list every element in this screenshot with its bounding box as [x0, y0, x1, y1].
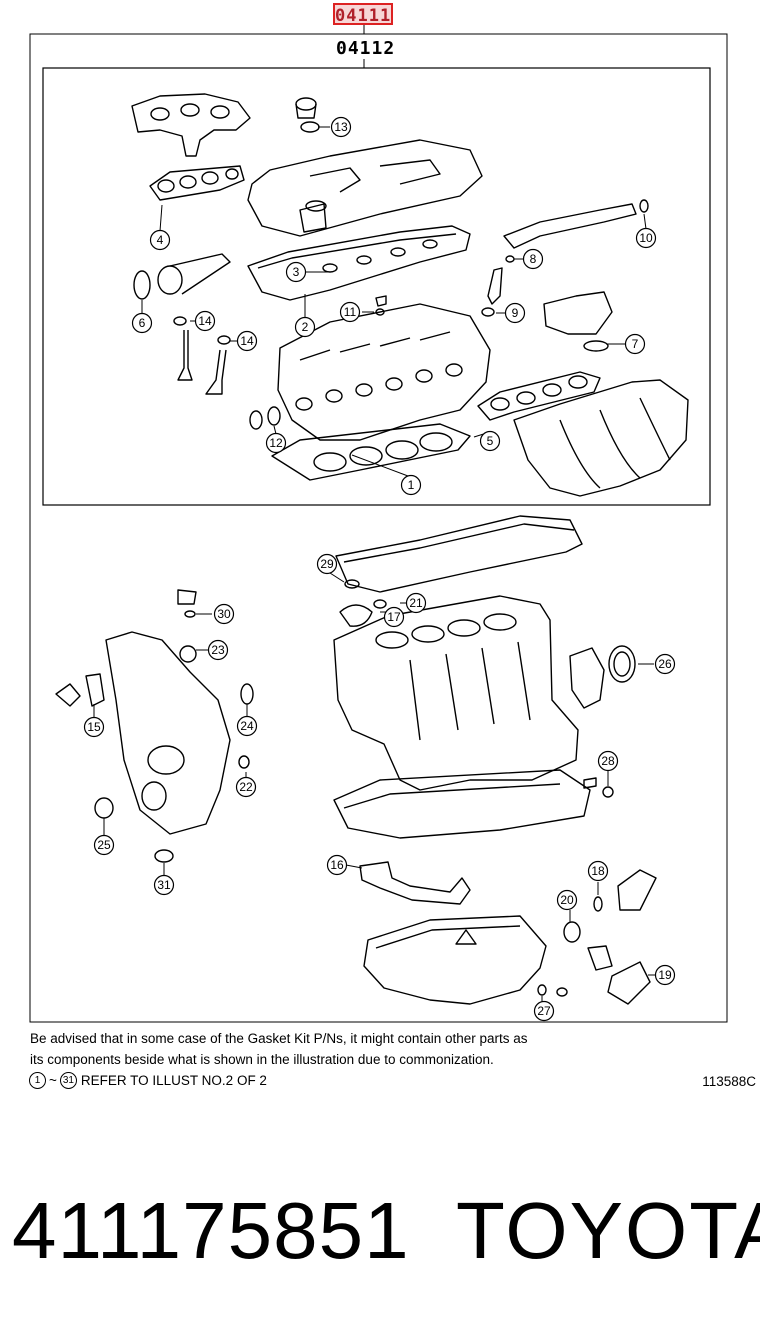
callout-8[interactable]: 8	[522, 248, 544, 270]
callout-label: 25	[97, 838, 111, 852]
callout-10[interactable]: 10	[635, 227, 657, 249]
callout-label: 14	[240, 334, 254, 348]
refer-illustration-note: 1 ~ 31 REFER TO ILLUST NO.2 OF 2	[29, 1072, 267, 1089]
part-callouts: 1234567891011121314141516171819202122232…	[83, 116, 676, 1022]
callout-label: 16	[330, 858, 344, 872]
oil-strainer	[359, 861, 471, 905]
callout-25[interactable]: 25	[93, 834, 115, 856]
outer-frame	[29, 33, 728, 1023]
callout-22[interactable]: 22	[235, 776, 257, 798]
callout-label: 31	[157, 878, 171, 892]
intake-manifold	[513, 379, 689, 497]
brand-name: TOYOTA	[456, 1186, 760, 1275]
part-number: 411175851	[12, 1186, 410, 1275]
callout-2[interactable]: 2	[294, 316, 316, 338]
water-outlet	[543, 291, 613, 335]
callout-14[interactable]: 14	[236, 330, 258, 352]
cylinder-head	[277, 303, 491, 441]
callout-19[interactable]: 19	[654, 964, 676, 986]
callout-18[interactable]: 18	[587, 860, 609, 882]
callout-16[interactable]: 16	[326, 854, 348, 876]
head-gasket	[271, 423, 471, 481]
gasket-kit-code: 04112	[336, 38, 396, 59]
callout-24[interactable]: 24	[236, 715, 258, 737]
callout-label: 2	[302, 320, 309, 334]
callout-label: 21	[409, 596, 423, 610]
highlighted-catalog-code[interactable]: 04111	[333, 3, 393, 26]
callout-31[interactable]: 31	[153, 874, 175, 896]
refer-tilde: ~	[49, 1073, 57, 1088]
callout-label: 7	[632, 337, 639, 351]
callout-label: 5	[487, 434, 494, 448]
refer-from-callout: 1	[29, 1072, 46, 1089]
callout-label: 14	[198, 314, 212, 328]
oil-pan-baffle	[333, 769, 591, 839]
callout-label: 17	[387, 610, 401, 624]
callout-7[interactable]: 7	[624, 333, 646, 355]
inner-frame	[42, 67, 711, 506]
callout-label: 4	[157, 233, 164, 247]
callout-label: 13	[334, 120, 348, 134]
timing-chain-cover	[105, 631, 231, 835]
callout-20[interactable]: 20	[556, 889, 578, 911]
exhaust-manifold-gasket	[149, 165, 245, 201]
commonization-note-line1: Be advised that in some case of the Gask…	[30, 1031, 528, 1046]
callout-6[interactable]: 6	[131, 312, 153, 334]
callout-1[interactable]: 1	[400, 474, 422, 496]
callout-label: 20	[560, 893, 574, 907]
callout-5[interactable]: 5	[479, 430, 501, 452]
callout-label: 24	[240, 719, 254, 733]
callout-label: 27	[537, 1004, 551, 1018]
callout-9[interactable]: 9	[504, 302, 526, 324]
illustration-id: 113588C	[702, 1074, 756, 1089]
exhaust-manifold-shield	[131, 93, 251, 157]
callout-17[interactable]: 17	[383, 606, 405, 628]
callout-15[interactable]: 15	[83, 716, 105, 738]
callout-label: 18	[591, 864, 605, 878]
callout-label: 15	[87, 720, 101, 734]
commonization-note-line2: its components beside what is shown in t…	[30, 1052, 494, 1067]
callout-label: 23	[211, 643, 225, 657]
callout-label: 8	[530, 252, 537, 266]
refer-text: REFER TO ILLUST NO.2 OF 2	[80, 1073, 267, 1088]
cylinder-block	[333, 595, 579, 791]
callout-14[interactable]: 14	[194, 310, 216, 332]
callout-label: 30	[217, 607, 231, 621]
callout-11[interactable]: 11	[339, 301, 361, 323]
callout-29[interactable]: 29	[316, 553, 338, 575]
callout-3[interactable]: 3	[285, 261, 307, 283]
callout-label: 22	[239, 780, 253, 794]
valve-cover-gasket	[247, 225, 471, 301]
callout-label: 10	[639, 231, 653, 245]
callout-27[interactable]: 27	[533, 1000, 555, 1022]
callout-21[interactable]: 21	[405, 592, 427, 614]
callout-26[interactable]: 26	[654, 653, 676, 675]
lower-gasket-strip	[335, 515, 583, 593]
callout-28[interactable]: 28	[597, 750, 619, 772]
callout-30[interactable]: 30	[213, 603, 235, 625]
callout-13[interactable]: 13	[330, 116, 352, 138]
exploded-parts-diagram: 1234567891011121314141516171819202122232…	[29, 25, 728, 1023]
callout-label: 26	[658, 657, 672, 671]
callout-label: 29	[320, 557, 334, 571]
callout-12[interactable]: 12	[265, 432, 287, 454]
callout-label: 9	[512, 306, 519, 320]
callout-label: 28	[601, 754, 615, 768]
callout-label: 3	[293, 265, 300, 279]
oil-pan	[363, 915, 547, 1005]
callout-label: 11	[344, 305, 357, 319]
refer-to-callout: 31	[59, 1072, 77, 1089]
callout-4[interactable]: 4	[149, 229, 171, 251]
callout-label: 1	[408, 478, 415, 492]
callout-label: 6	[139, 316, 146, 330]
callout-23[interactable]: 23	[207, 639, 229, 661]
callout-label: 12	[269, 436, 283, 450]
intake-manifold-gasket	[477, 371, 601, 421]
callout-label: 19	[658, 968, 672, 982]
valve-cover	[247, 139, 483, 237]
